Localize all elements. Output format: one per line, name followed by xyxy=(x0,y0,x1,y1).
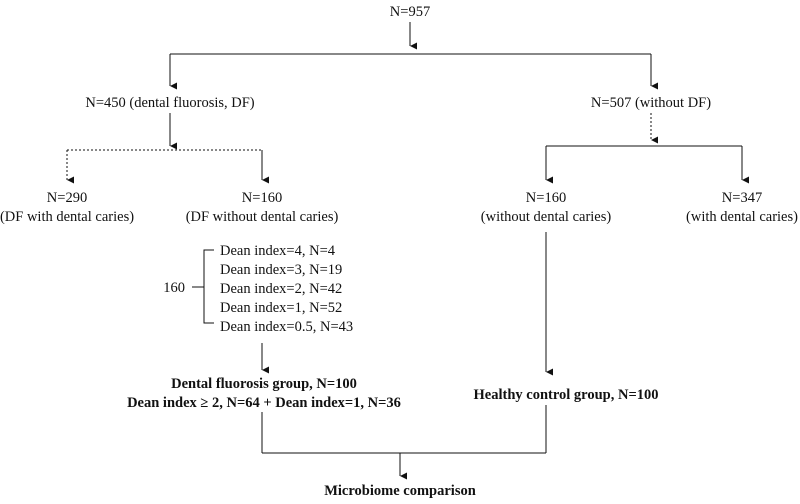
root-label: N=957 xyxy=(390,4,430,20)
df-without-caries-desc: (DF without dental caries) xyxy=(186,209,339,225)
df-without-caries-count: N=160 xyxy=(242,190,282,206)
non-df-with-caries-count: N=347 xyxy=(722,190,762,206)
df-with-caries-count: N=290 xyxy=(47,190,87,206)
dean-row: Dean index=1, N=52 xyxy=(220,300,342,316)
df-label: N=450 (dental fluorosis, DF) xyxy=(85,95,254,111)
df-group-composition: Dean index ≥ 2, N=64 + Dean index=1, N=3… xyxy=(127,395,401,411)
non-df-without-caries-desc: (without dental caries) xyxy=(481,209,612,225)
dean-breakdown-total: 160 xyxy=(163,280,185,296)
non-df-without-caries-count: N=160 xyxy=(526,190,566,206)
healthy-group-title: Healthy control group, N=100 xyxy=(474,387,659,403)
df-group-title: Dental fluorosis group, N=100 xyxy=(171,376,357,392)
df-with-caries-desc: (DF with dental caries) xyxy=(0,209,134,225)
connectors xyxy=(66,22,749,480)
dean-bracket xyxy=(203,249,214,324)
labels: N=957 N=450 (dental fluorosis, DF) N=507… xyxy=(0,4,798,499)
dean-row: Dean index=2, N=42 xyxy=(220,281,342,297)
dean-row: Dean index=3, N=19 xyxy=(220,262,342,278)
non-df-with-caries-desc: (with dental caries) xyxy=(686,209,798,225)
dean-row: Dean index=0.5, N=43 xyxy=(220,319,353,335)
comparison-label: Microbiome comparison xyxy=(324,483,476,499)
dean-row: Dean index=4, N=4 xyxy=(220,243,336,259)
non-df-label: N=507 (without DF) xyxy=(591,95,711,111)
